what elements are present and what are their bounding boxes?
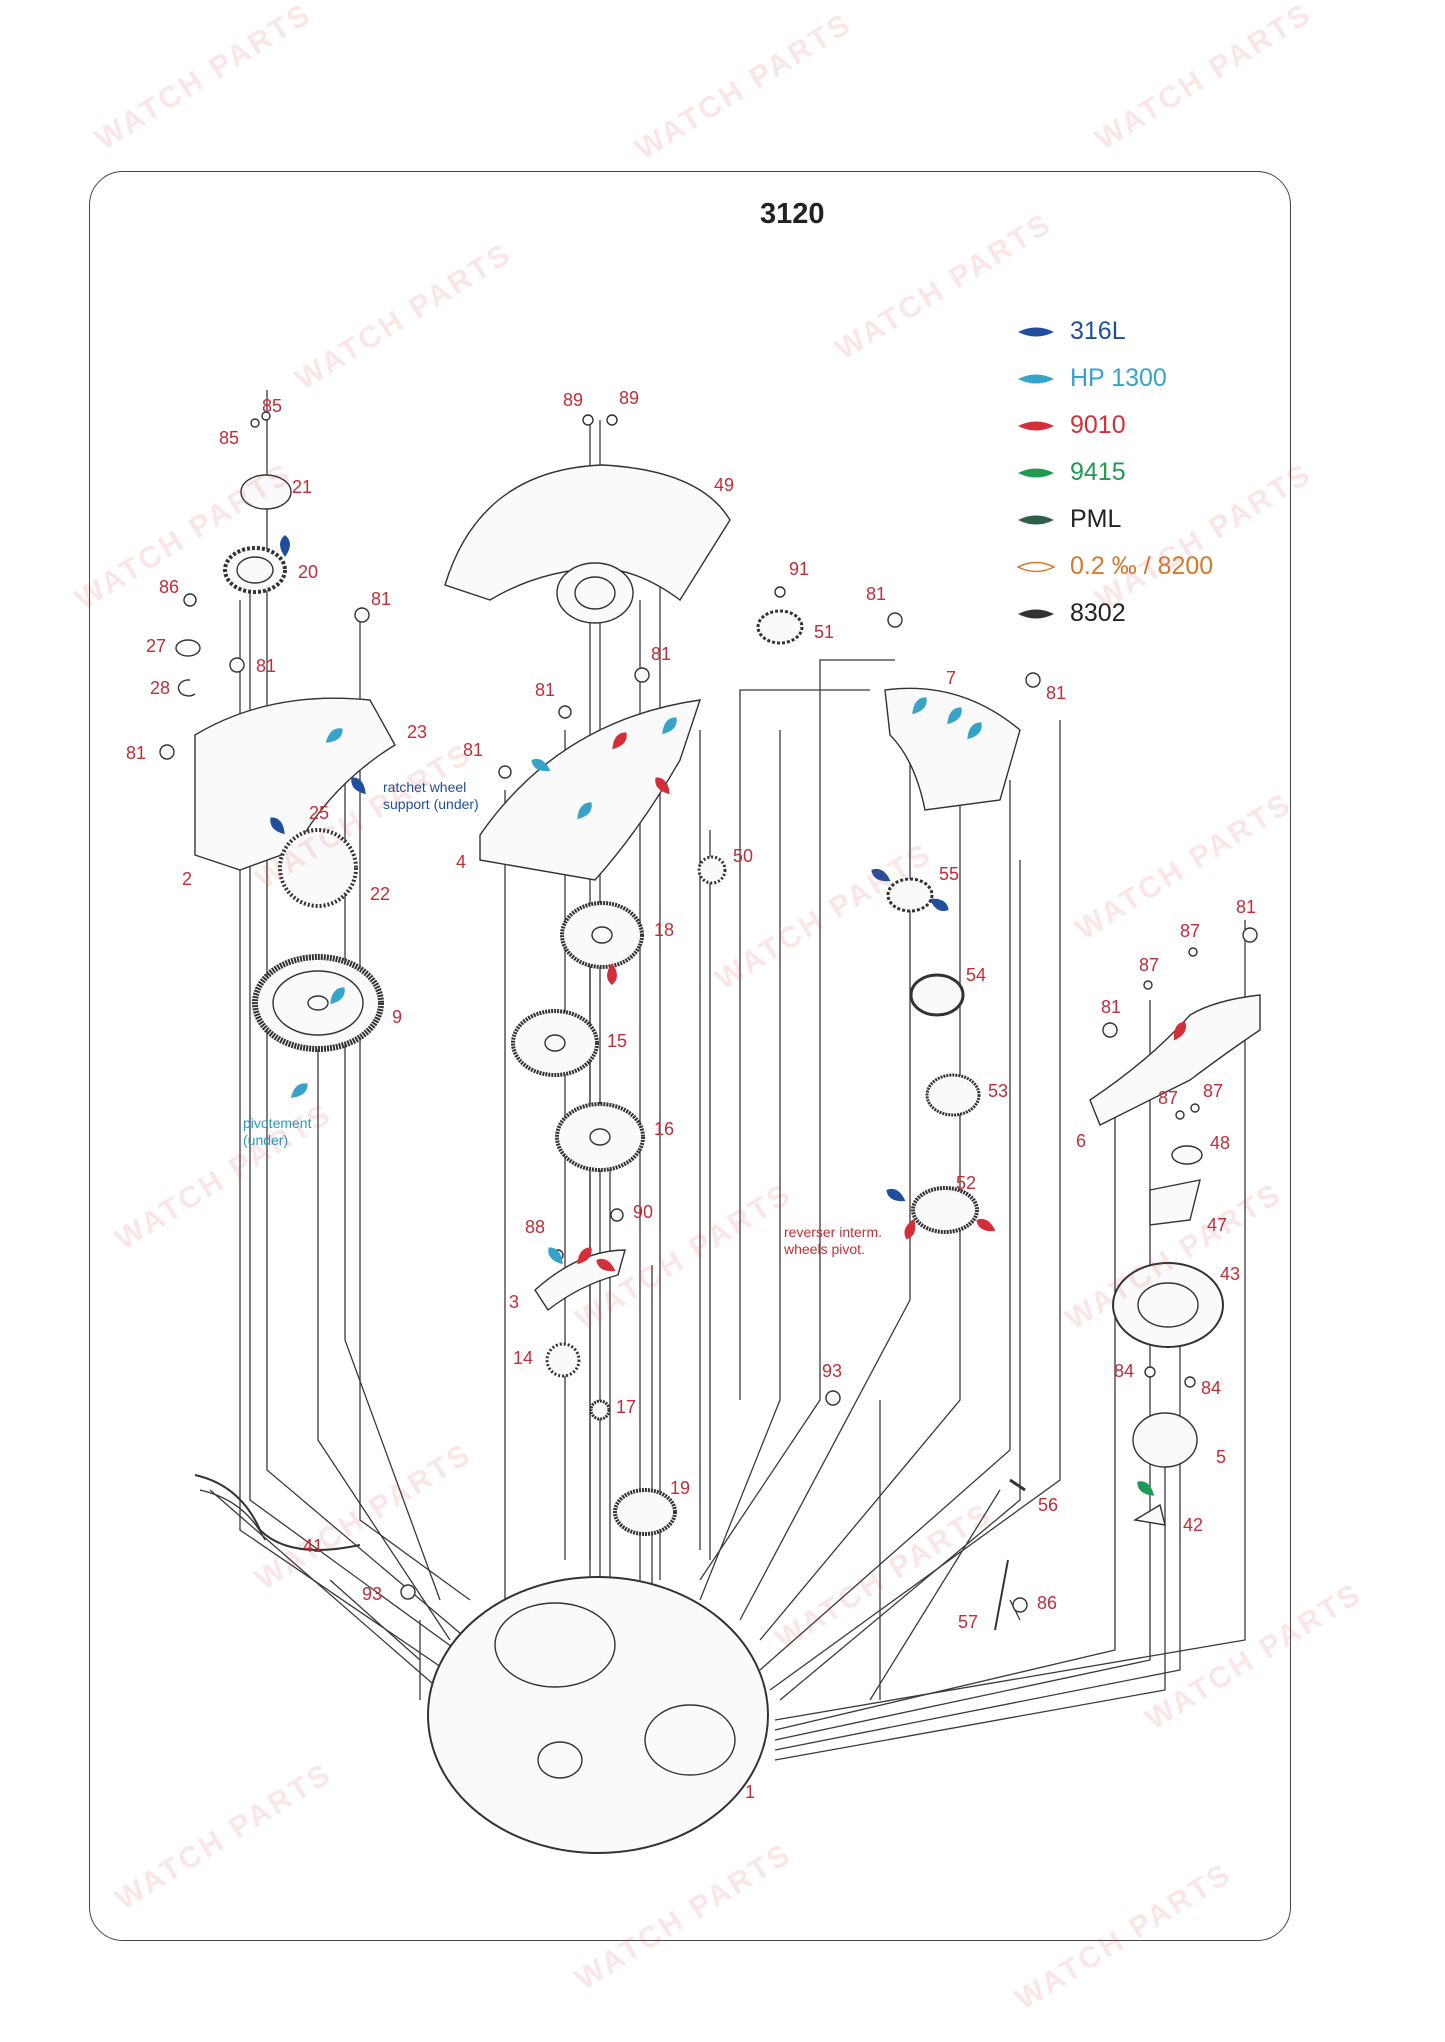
part-number: 86	[1037, 1593, 1058, 1613]
part-number: 21	[292, 477, 313, 497]
note-pivot: pivotement (under)	[243, 1115, 311, 1149]
legend-label: 8302	[1070, 599, 1126, 627]
part-number: 47	[1207, 1215, 1228, 1235]
part-number: 81	[651, 644, 672, 664]
legend-item-pml: PML	[1016, 496, 1213, 543]
part-number: 81	[256, 656, 277, 676]
part-number: 2	[182, 869, 193, 889]
part-number: 49	[714, 475, 735, 495]
legend-label: 316L	[1070, 317, 1126, 345]
part-number: 86	[159, 577, 180, 597]
part-number: 87	[1139, 955, 1160, 975]
part-number: 81	[1236, 897, 1257, 917]
part-number: 93	[362, 1584, 383, 1604]
legend-item-9415: 9415	[1016, 449, 1213, 496]
part-number: 57	[958, 1612, 979, 1632]
part-number: 27	[146, 636, 167, 656]
part-number: 52	[956, 1173, 977, 1193]
part-number: 22	[370, 884, 391, 904]
part-number: 25	[309, 803, 330, 823]
legend-label: 0.2 ‰ / 8200	[1070, 552, 1214, 580]
black-drop-icon	[1018, 609, 1054, 618]
note-line: pivotement	[243, 1115, 312, 1131]
part-number: 88	[525, 1217, 546, 1237]
part-number: 5	[1216, 1447, 1227, 1467]
blue-drop-icon	[1018, 327, 1054, 336]
part-number: 55	[939, 864, 960, 884]
part-number: 81	[535, 680, 556, 700]
part-number: 81	[371, 589, 392, 609]
legend-item-8302: 8302	[1016, 590, 1213, 637]
green-drop-icon	[1018, 468, 1054, 477]
part-number: 89	[619, 388, 640, 408]
legend-item-hp1300: HP 1300	[1016, 355, 1213, 402]
legend: 316L HP 1300 9010 9415 PML 0.2 ‰ / 8200 …	[1016, 308, 1213, 637]
part-number: 43	[1220, 1264, 1241, 1284]
dark-green-drop-icon	[1018, 515, 1054, 524]
part-number: 84	[1114, 1361, 1135, 1381]
part-number: 81	[1046, 683, 1067, 703]
legend-label: 9010	[1070, 411, 1126, 439]
part-number: 1	[745, 1782, 756, 1802]
part-number: 41	[303, 1536, 324, 1556]
part-number: 85	[262, 396, 283, 416]
part-number: 14	[513, 1348, 534, 1368]
part-number: 87	[1158, 1088, 1179, 1108]
part-number: 16	[654, 1119, 675, 1139]
part-number: 53	[988, 1081, 1009, 1101]
legend-item-9010: 9010	[1016, 402, 1213, 449]
part-number: 18	[654, 920, 675, 940]
legend-item-8200: 0.2 ‰ / 8200	[1016, 543, 1213, 590]
note-reverser: reverser interm. wheels pivot.	[784, 1224, 882, 1258]
part-number: 20	[298, 562, 319, 582]
part-number: 91	[789, 559, 810, 579]
legend-item-316l: 316L	[1016, 308, 1213, 355]
legend-label: HP 1300	[1070, 364, 1167, 392]
part-number: 19	[670, 1478, 691, 1498]
part-number: 54	[966, 965, 987, 985]
part-number: 3	[509, 1292, 520, 1312]
part-number: 81	[463, 740, 484, 760]
diagram-frame	[89, 171, 1291, 1941]
note-ratchet: ratchet wheel support (under)	[383, 779, 479, 813]
part-number: 23	[407, 722, 428, 742]
part-number: 93	[822, 1361, 843, 1381]
parts	[159, 411, 1261, 1854]
note-line: ratchet wheel	[383, 779, 467, 795]
part-number: 81	[866, 584, 887, 604]
note-line: (under)	[243, 1132, 289, 1148]
part-number: 56	[1038, 1495, 1059, 1515]
red-drop-icon	[1018, 421, 1054, 430]
part-number: 50	[733, 846, 754, 866]
part-number: 81	[126, 743, 147, 763]
legend-label: 9415	[1070, 458, 1126, 486]
part-number: 90	[633, 1202, 654, 1222]
part-number: 6	[1076, 1131, 1087, 1151]
material-markers	[270, 535, 1187, 1496]
legend-label: PML	[1070, 505, 1122, 533]
part-number: 87	[1203, 1081, 1224, 1101]
note-line: support (under)	[383, 796, 479, 812]
part-number: 85	[219, 428, 240, 448]
part-number: 7	[946, 668, 957, 688]
part-number: 15	[607, 1031, 628, 1051]
page-title: 3120	[760, 198, 825, 230]
outline-drop-icon	[1016, 561, 1056, 572]
connector-lines	[209, 390, 1246, 1761]
teal-drop-icon	[1018, 374, 1054, 383]
part-number: 9	[392, 1007, 403, 1027]
part-number: 89	[563, 390, 584, 410]
part-number: 81	[1101, 997, 1122, 1017]
part-number: 17	[616, 1397, 637, 1417]
part-number: 48	[1210, 1133, 1231, 1153]
part-number: 87	[1180, 921, 1201, 941]
note-line: reverser interm.	[784, 1224, 883, 1240]
part-number: 42	[1183, 1515, 1204, 1535]
part-number: 4	[456, 852, 467, 872]
note-line: wheels pivot.	[784, 1241, 865, 1257]
part-number: 51	[814, 622, 835, 642]
part-number: 28	[150, 678, 171, 698]
part-number: 84	[1201, 1378, 1222, 1398]
